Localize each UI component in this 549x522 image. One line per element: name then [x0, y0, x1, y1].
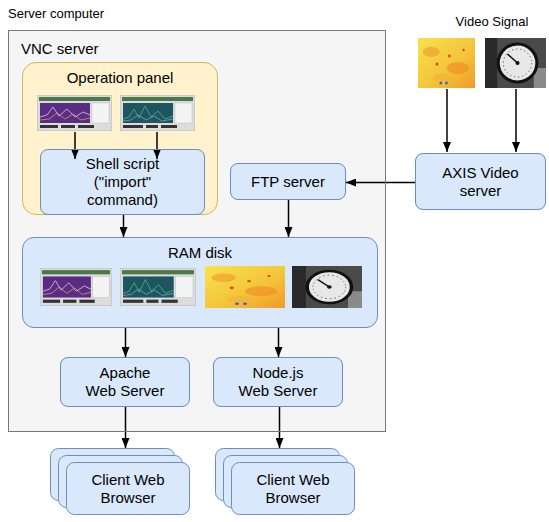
stored-gauge-image	[292, 266, 362, 308]
server-box: Apache Web Server	[60, 357, 190, 407]
box-label: Client Web Browser	[245, 471, 341, 507]
flow-arrow	[278, 328, 280, 357]
signal-arrow	[515, 89, 517, 152]
storage-box: RAM disk	[22, 237, 378, 328]
browser-face: Client Web Browser	[231, 462, 355, 515]
operation-panel: Operation panelShell script ("import" co…	[22, 62, 218, 215]
device-box: AXIS Video server	[415, 153, 546, 210]
stored-thermal-image	[205, 266, 285, 308]
thermal-image	[418, 38, 475, 88]
box-heading: RAM disk	[31, 244, 369, 262]
stored-screenshot	[40, 268, 112, 306]
box-label: Apache Web Server	[84, 364, 166, 400]
vnc-server-box: VNC serverOperation panelShell script ("…	[8, 30, 386, 432]
region-label: Server computer	[8, 6, 104, 22]
capture-arrow	[74, 132, 76, 159]
signal-arrow	[446, 89, 448, 152]
stored-screenshot	[120, 268, 196, 306]
box-heading: Operation panel	[31, 69, 209, 87]
flow-arrow	[288, 200, 290, 237]
panel-screenshot	[120, 95, 195, 131]
panel-screenshot	[37, 95, 112, 131]
process-box: Shell script ("import" command)	[40, 149, 205, 215]
gauge-image	[485, 38, 546, 88]
flow-arrow	[123, 215, 125, 237]
flow-arrow	[125, 407, 127, 448]
flow-arrow	[346, 182, 415, 184]
browser-stack	[216, 449, 355, 515]
box-label: FTP server	[251, 173, 325, 191]
server-box: FTP server	[230, 163, 346, 200]
box-label: Node.js Web Server	[237, 364, 319, 400]
capture-arrow	[156, 132, 158, 159]
browser-stack	[51, 449, 190, 515]
server-box: Node.js Web Server	[213, 357, 343, 407]
flow-arrow	[125, 328, 127, 357]
box-heading: VNC server	[21, 40, 373, 58]
browser-box: Client Web Browser	[50, 448, 190, 515]
box-label: AXIS Video server	[435, 164, 527, 200]
box-label: Shell script ("import" command)	[57, 155, 189, 209]
flow-arrow	[279, 407, 281, 448]
browser-box: Client Web Browser	[215, 448, 355, 515]
signal-label: Video Signal	[456, 14, 529, 30]
browser-face: Client Web Browser	[66, 462, 190, 515]
box-label: Client Web Browser	[80, 471, 176, 507]
